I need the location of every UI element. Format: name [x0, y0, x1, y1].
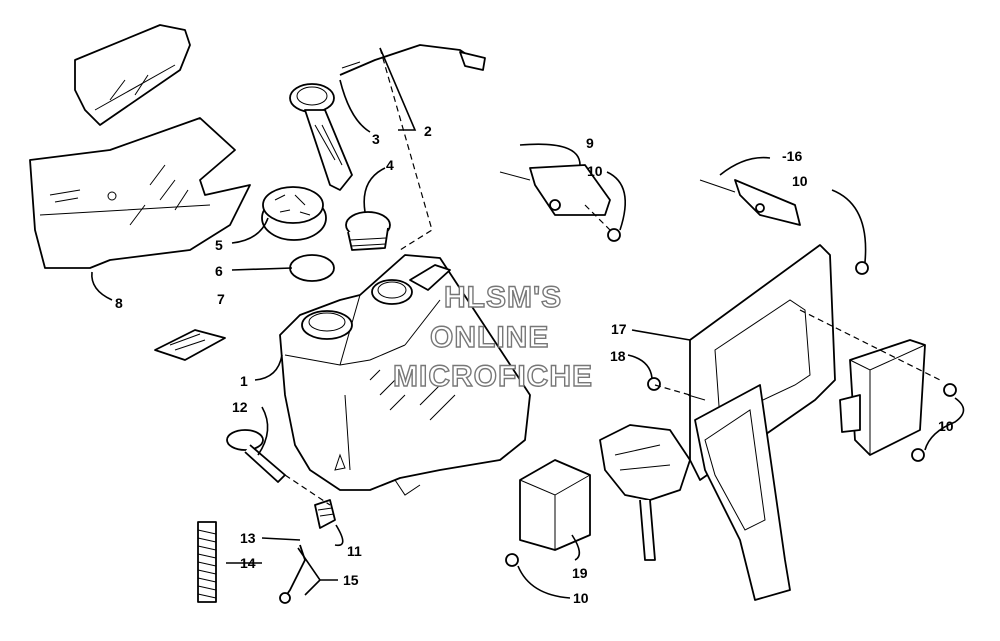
label-1: 1: [240, 373, 248, 389]
leader-18: [627, 354, 653, 379]
label-15: 15: [343, 572, 359, 588]
part-10-nut-box-a[interactable]: [943, 383, 957, 397]
leader-8: [91, 271, 113, 301]
label-10-b: 10: [792, 173, 808, 189]
leader-13: [261, 537, 301, 541]
watermark-line-3: MICROFICHE: [393, 360, 593, 393]
leader-10d: [517, 565, 571, 599]
part-2-vent-hose[interactable]: [339, 44, 486, 76]
label-17: 17: [611, 321, 627, 337]
leader-2: [379, 47, 417, 131]
part-9-bracket[interactable]: [499, 164, 611, 216]
part-4-filler-neck[interactable]: [345, 211, 391, 251]
leader-10a: [606, 171, 627, 231]
part-13-hose[interactable]: [279, 544, 306, 604]
leader-3: [339, 79, 371, 133]
part-10-nut-bottom[interactable]: [505, 553, 519, 567]
leader-10c: [924, 397, 965, 451]
leader-15: [297, 547, 338, 596]
leader-19: [571, 534, 581, 561]
part-12-clamp[interactable]: [226, 429, 286, 483]
leader-6: [231, 267, 293, 271]
leader-4: [363, 167, 386, 213]
leader-1: [254, 354, 283, 381]
part-10-nut[interactable]: [607, 228, 621, 242]
part-19-box[interactable]: [519, 459, 591, 551]
part-8-shield[interactable]: [29, 24, 251, 269]
part-6-gasket[interactable]: [289, 254, 335, 282]
label-4: 4: [386, 157, 394, 173]
part-17-mounting-plate[interactable]: [689, 244, 836, 601]
label-19: 19: [572, 565, 588, 581]
part-14-spring[interactable]: [197, 521, 217, 603]
part-10-nut-box-b[interactable]: [911, 448, 925, 462]
assembly-line-module: [799, 309, 941, 381]
part-10-nut-right[interactable]: [855, 261, 869, 275]
label-10-d: 10: [573, 590, 589, 606]
part-16-bracket[interactable]: [699, 179, 801, 226]
part-carburetor[interactable]: [599, 424, 691, 561]
part-18-bolt[interactable]: [647, 377, 706, 401]
assembly-line-9: [584, 204, 611, 231]
assembly-line-12: [284, 474, 331, 506]
part-module-box[interactable]: [839, 339, 926, 456]
leader-16: [719, 156, 771, 176]
leader-11: [334, 524, 344, 547]
part-1-fuel-tank[interactable]: [279, 254, 531, 496]
leader-17: [631, 329, 691, 341]
leader-5: [231, 217, 269, 244]
label-18: 18: [610, 348, 626, 364]
leader-12: [257, 406, 269, 456]
label-16: -16: [782, 148, 802, 164]
watermark-line-2: ONLINE: [430, 321, 549, 354]
label-13: 13: [240, 530, 256, 546]
label-8: 8: [115, 295, 123, 311]
leader-10b: [831, 189, 867, 263]
assembly-line-18: [654, 384, 691, 396]
label-6: 6: [215, 263, 223, 279]
part-3-fuel-gauge[interactable]: [289, 83, 353, 191]
label-12: 12: [232, 399, 248, 415]
label-10-a: 10: [587, 163, 603, 179]
label-9: 9: [586, 135, 594, 151]
label-10-c: 10: [938, 418, 954, 434]
label-5: 5: [215, 237, 223, 253]
label-14: 14: [240, 555, 256, 571]
label-7: 7: [217, 291, 225, 307]
label-11: 11: [347, 543, 362, 559]
part-7-decal[interactable]: [154, 329, 226, 361]
leader-9: [519, 143, 581, 166]
part-5-fuel-cap[interactable]: [261, 186, 327, 241]
watermark-line-1: HLSM'S: [444, 281, 562, 314]
label-2: 2: [424, 123, 432, 139]
watermark: HLSM'S ONLINE MICROFICHE: [392, 280, 593, 393]
label-3: 3: [372, 131, 380, 147]
assembly-line-2: [379, 47, 433, 251]
part-11-fitting[interactable]: [314, 499, 336, 529]
